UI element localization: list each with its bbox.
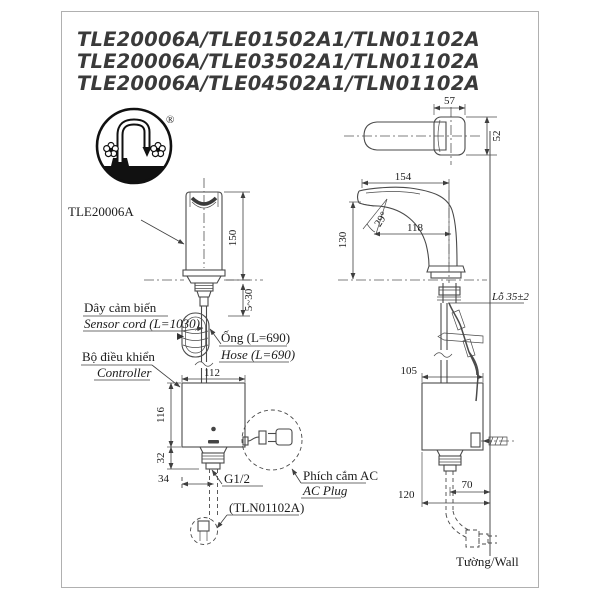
controller-label-en: Controller xyxy=(97,365,152,380)
dim-120: 120 xyxy=(398,489,415,501)
sensor-head-plan xyxy=(433,116,466,156)
dim-105: 105 xyxy=(401,365,418,377)
plan-view: 57 52 xyxy=(344,95,503,165)
supply-valve-detail xyxy=(190,517,218,545)
controller-box-side xyxy=(421,382,484,451)
ac-plug-label-vi: Phích cắm AC xyxy=(303,468,378,483)
sensor-cord-label-vi: Dây cảm biến xyxy=(84,300,157,315)
hole-label: Lỗ 35±2 xyxy=(491,291,529,303)
sensor-cord-label-en: Sensor cord (L=1030) xyxy=(84,316,200,331)
title-line-3: TLE20006A/TLE04502A1/TLN01102A xyxy=(77,72,480,95)
hose-label-vi: Ống (L=690) xyxy=(221,330,290,345)
side-view: Tường/Wall 57 52 154 xyxy=(337,95,529,569)
water-drop-arrow-icon xyxy=(142,147,152,157)
wall-label: Tường/Wall xyxy=(456,554,519,569)
supply-code-label: (TLN01102A) xyxy=(229,500,304,515)
controller-slot xyxy=(208,440,219,444)
cord-clamp-1 xyxy=(451,309,466,331)
title-line-2: TLE20006A/TLE03502A1/TLN01102A xyxy=(77,50,480,73)
controller-label-vi: Bộ điều khiển xyxy=(82,349,155,364)
title-line-1: TLE20006A/TLE01502A1/TLN01102A xyxy=(77,28,480,51)
cord-clamp-3 xyxy=(462,338,476,358)
dim-130: 130 xyxy=(337,231,349,248)
dim-150: 150 xyxy=(227,229,239,246)
mounting-screw xyxy=(488,436,508,446)
cord-clamp-2 xyxy=(437,332,484,344)
front-view: 150 5~30 TLE20006A Dây cảm biến Sensor c… xyxy=(68,178,378,545)
flower-handle-left-icon xyxy=(103,141,119,158)
pipe-break-mark xyxy=(194,361,214,367)
dim-57: 57 xyxy=(444,95,456,107)
thread-label: G1/2 xyxy=(224,471,250,486)
controller-led xyxy=(211,426,216,432)
dim-5-30: 5~30 xyxy=(243,288,255,311)
dim-32: 32 xyxy=(155,453,167,464)
hose-label-en: Hose (L=690) xyxy=(220,347,295,362)
dim-29deg: 29° xyxy=(372,210,390,229)
sensor-cord-coil xyxy=(177,312,210,358)
ac-plug-icon xyxy=(275,428,293,446)
title-block: TLE20006A/TLE01502A1/TLN01102A TLE20006A… xyxy=(77,29,480,95)
water-saving-faucet-logo: ® xyxy=(95,107,174,185)
dim-118: 118 xyxy=(407,222,424,234)
ac-plug-label-en: AC Plug xyxy=(302,483,348,498)
spout-plan xyxy=(363,121,447,151)
wall-fitting xyxy=(465,529,480,548)
dim-116: 116 xyxy=(155,406,167,423)
dim-112: 112 xyxy=(204,367,220,379)
dim-34: 34 xyxy=(158,473,170,485)
sensor-cord-side xyxy=(448,302,478,376)
wall-bracket xyxy=(470,432,481,448)
sensor-window xyxy=(190,196,218,206)
dim-52: 52 xyxy=(491,131,503,142)
registered-mark: ® xyxy=(166,114,174,126)
product-code-label: TLE20006A xyxy=(68,204,134,219)
dim-70: 70 xyxy=(462,479,474,491)
gooseneck-faucet-icon xyxy=(116,118,151,162)
ac-plug-detail xyxy=(241,409,303,471)
faucet-profile xyxy=(356,186,466,283)
controller-box-front xyxy=(181,382,246,448)
flower-handle-right-icon xyxy=(150,141,166,158)
dim-154: 154 xyxy=(395,171,412,183)
